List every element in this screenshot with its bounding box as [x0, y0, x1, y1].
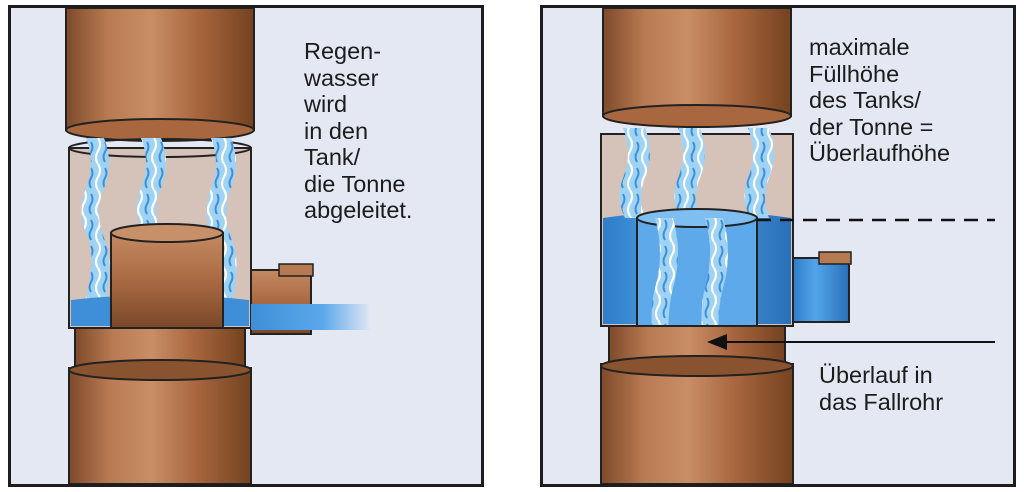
water-stream [136, 138, 166, 228]
caption-line: wasser [304, 64, 379, 91]
caption-line: des Tanks/ [809, 87, 921, 113]
caption-line: das Fallrohr [819, 388, 944, 415]
water-stream [674, 128, 705, 218]
upper-downpipe [602, 8, 792, 117]
caption-line: Tank/ [304, 144, 361, 170]
water-stream [206, 138, 237, 298]
upper-downpipe [65, 8, 255, 131]
caption-line: wird [304, 91, 348, 117]
lower-downpipe-rim [68, 359, 252, 381]
outlet-connector-thread [278, 263, 314, 277]
upper-downpipe-rim [65, 118, 255, 142]
inner-pipe [110, 232, 224, 329]
water-stream [619, 128, 650, 218]
caption-line: Regen- [304, 38, 382, 64]
caption-line: der Tonne = [809, 113, 934, 140]
left-collector-illustration [65, 8, 371, 484]
left-diagram-panel: Regen- wasser wird in den Tank/ die Tonn… [8, 5, 484, 487]
outlet-connector-thread [818, 251, 852, 265]
lower-downpipe [600, 363, 794, 484]
inner-pipe-rim [110, 223, 224, 243]
right-top-caption: maximale Füllhöhe des Tanks/ der Tonne =… [809, 34, 950, 167]
caption-line: Füllhöhe [809, 60, 900, 87]
caption-line: Überlauf in [819, 362, 933, 388]
upper-downpipe-rim [602, 104, 792, 128]
caption-line: maximale [809, 34, 910, 60]
right-diagram-panel: maximale Füllhöhe des Tanks/ der Tonne =… [540, 5, 1016, 487]
outlet-connector [792, 257, 850, 323]
right-collector-illustration [600, 8, 995, 484]
left-caption: Regen- wasser wird in den Tank/ die Tonn… [304, 38, 412, 224]
lower-collar [608, 325, 786, 363]
caption-line: in den [304, 117, 369, 144]
lower-downpipe-rim [600, 355, 794, 377]
caption-line: abgeleitet. [304, 197, 413, 223]
caption-line: die Tonne [304, 170, 406, 197]
outlet-water-jet [251, 304, 371, 330]
water-stream [81, 138, 110, 298]
lower-downpipe [68, 367, 252, 484]
overflow-arrow-head [707, 334, 727, 350]
caption-line: Überlaufhöhe [809, 140, 951, 166]
right-bottom-caption: Überlauf in das Fallrohr [819, 362, 943, 415]
water-stream [744, 128, 774, 218]
